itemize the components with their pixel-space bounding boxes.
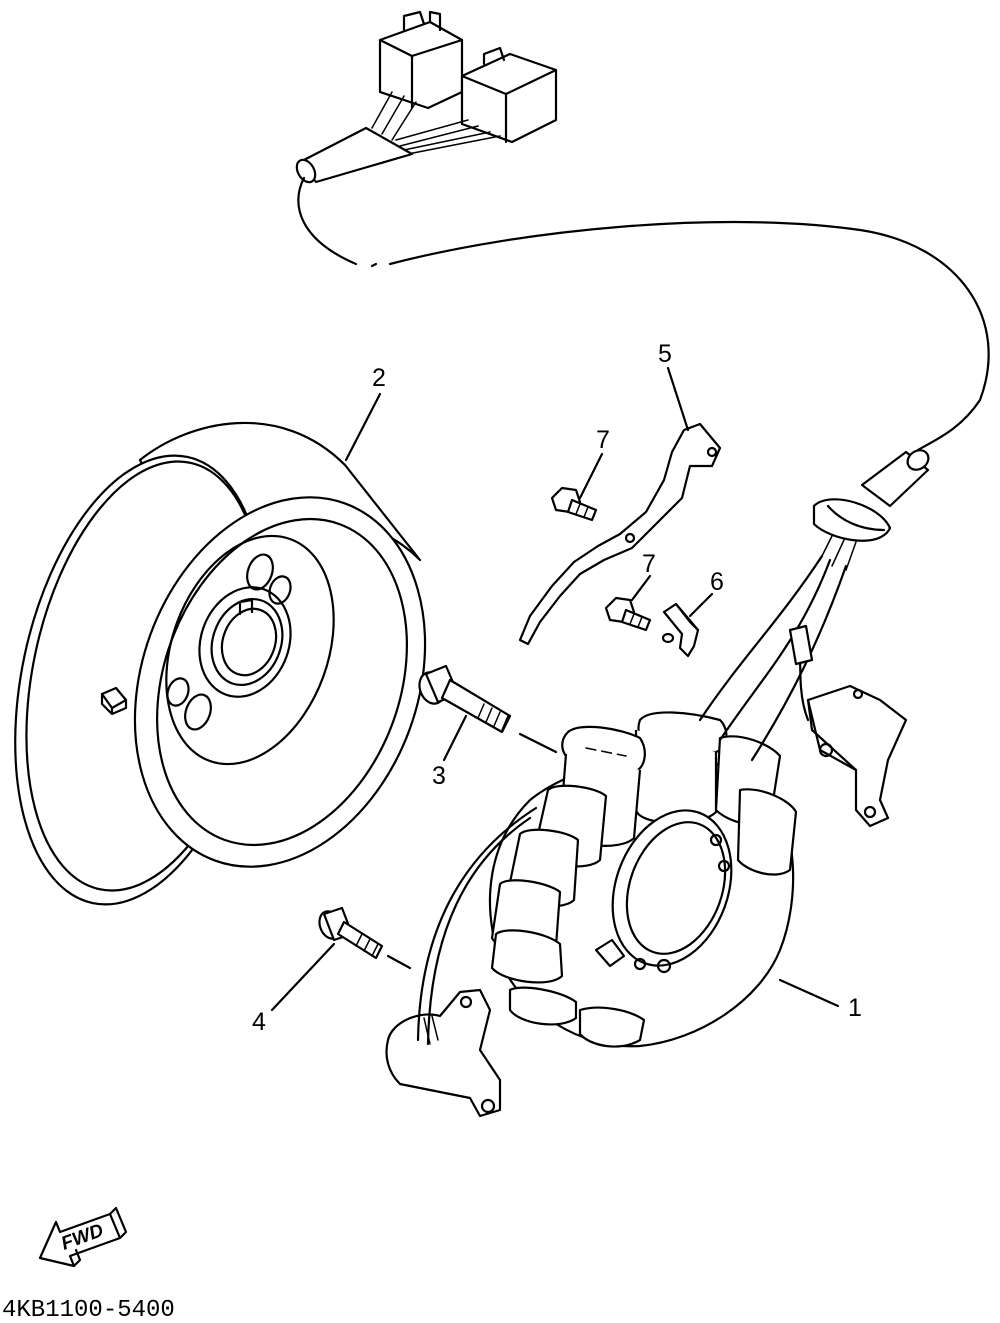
leader-1 xyxy=(778,978,840,1008)
stator-assembly xyxy=(385,554,908,1118)
leader-lines xyxy=(270,366,840,1012)
wire-harness-connector xyxy=(295,10,990,571)
part-label-5: 5 xyxy=(658,340,672,368)
bolt-3 xyxy=(418,664,558,754)
part-label-2: 2 xyxy=(372,364,386,392)
screw-7b xyxy=(604,596,675,644)
leader-7a xyxy=(578,452,604,500)
leader-5 xyxy=(666,366,690,432)
part-label-1: 1 xyxy=(848,994,862,1022)
catalog-code: 4KB1100-5400 xyxy=(2,1297,175,1323)
leader-2 xyxy=(344,392,382,462)
part-label-6: 6 xyxy=(710,568,724,596)
leader-7b xyxy=(630,574,652,602)
fwd-arrow: FWD xyxy=(38,1206,128,1268)
leader-3 xyxy=(442,714,468,762)
leader-6 xyxy=(688,592,714,618)
part-label-3: 3 xyxy=(432,762,446,790)
part-label-7a: 7 xyxy=(596,426,610,454)
part-labels: 2 5 7 7 6 3 4 1 xyxy=(252,340,862,1036)
rotor-flywheel xyxy=(14,421,427,906)
leader-4 xyxy=(270,942,336,1012)
part-label-4: 4 xyxy=(252,1008,266,1036)
clip-6 xyxy=(662,602,700,658)
lead-holder-5 xyxy=(518,422,722,646)
screw-7a xyxy=(550,486,598,522)
part-label-7b: 7 xyxy=(642,550,656,578)
bolt-4 xyxy=(318,906,412,970)
